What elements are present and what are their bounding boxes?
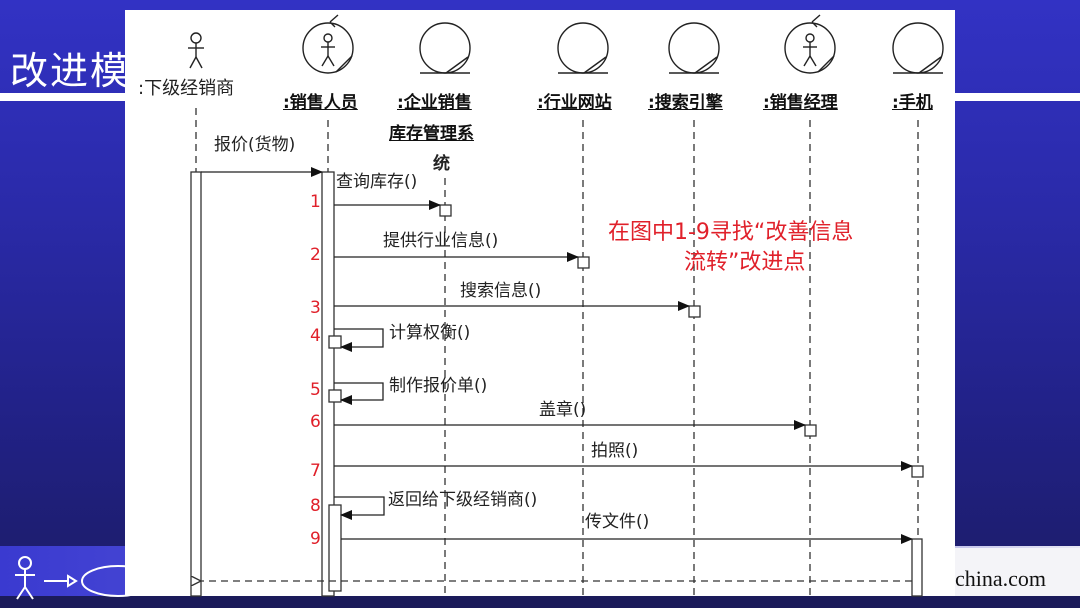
message-label-4: 计算权衡()	[389, 323, 471, 343]
message-label-2: 提供行业信息()	[383, 231, 499, 251]
footer-bottom-strip	[0, 596, 1080, 608]
annotation-note-line2: 流转”改进点	[684, 250, 806, 275]
business-entity-icon	[892, 22, 944, 74]
step-number-8: 8	[310, 496, 321, 516]
step-number-4: 4	[310, 326, 321, 346]
sequence-diagram-panel	[125, 10, 955, 596]
annotation-note-line1: 在图中1-9寻找“改善信息	[608, 220, 854, 245]
lifeline-label-inventory-1: :企业销售	[397, 93, 472, 113]
message-label-9: 传文件()	[585, 512, 650, 532]
message-4-self	[334, 328, 384, 352]
message-label-quote: 报价(货物)	[214, 135, 296, 155]
lifeline-label-website: :行业网站	[537, 93, 612, 113]
lifeline-dealer	[188, 32, 204, 597]
business-entity-icon	[419, 22, 471, 74]
slide-title: 改进模	[10, 49, 131, 93]
lifeline-label-manager: :销售经理	[763, 93, 838, 113]
actor-icon	[188, 32, 204, 69]
step-number-7: 7	[310, 461, 321, 481]
message-label-6: 盖章()	[539, 400, 587, 420]
lifeline-label-sales: :销售人员	[283, 93, 358, 113]
footer-logo-area	[945, 548, 1080, 596]
lifeline-label-search: :搜索引擎	[648, 93, 723, 113]
business-entity-icon	[668, 22, 720, 74]
message-label-1: 查询库存()	[336, 172, 418, 192]
step-number-5: 5	[310, 380, 321, 400]
step-number-1: 1	[310, 192, 321, 212]
business-worker-icon	[784, 14, 836, 74]
step-number-9: 9	[310, 529, 321, 549]
step-number-2: 2	[310, 245, 321, 265]
lifeline-sales	[302, 14, 354, 597]
lifeline-label-inventory-2: 库存管理系	[389, 124, 474, 144]
message-label-8: 返回给下级经销商()	[388, 490, 538, 510]
step-number-3: 3	[310, 298, 321, 318]
message-label-5: 制作报价单()	[389, 376, 488, 396]
message-label-3: 搜索信息()	[460, 281, 542, 301]
lifeline-label-phone: :手机	[892, 93, 933, 113]
footer-url: china.com	[955, 566, 1047, 591]
lifeline-label-dealer: :下级经销商	[138, 78, 235, 99]
lifeline-label-inventory-3: 统	[433, 154, 450, 174]
business-worker-icon	[302, 14, 354, 74]
message-8-self	[334, 496, 385, 520]
message-5-self	[334, 382, 384, 405]
use-case-logo-icon	[15, 556, 138, 600]
step-number-6: 6	[310, 412, 321, 432]
message-label-7: 拍照()	[591, 441, 639, 461]
business-entity-icon	[557, 22, 609, 74]
